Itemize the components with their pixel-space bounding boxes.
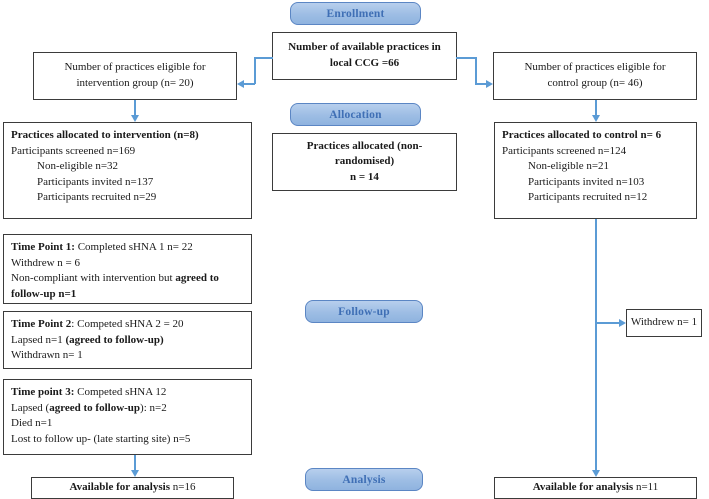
- time-point-2-line-2: Lapsed n=1 (agreed to follow-up): [11, 333, 164, 346]
- eligible-intervention-line-2: intervention group (n= 20): [76, 77, 194, 89]
- allocated-control-recruited: Participants recruited n=12: [528, 191, 648, 204]
- allocated-control-non-eligible: Non-eligible n=21: [528, 160, 610, 173]
- arrow-to-allocated-intervention: [130, 115, 139, 122]
- stage-pill-analysis: Analysis: [305, 468, 423, 491]
- arrow-to-allocated-control: [591, 115, 600, 122]
- allocated-center-line-1: Practices allocated (non-: [306, 139, 423, 152]
- connector-eligible-intervention-down: [134, 100, 136, 116]
- box-allocated-control: Practices allocated to control n= 6 Part…: [494, 122, 697, 219]
- stage-pill-allocation-label: Allocation: [329, 108, 382, 121]
- analysis-control-text: Available for analysis n=11: [532, 481, 659, 494]
- arrow-to-eligible-control: [486, 79, 493, 88]
- stage-pill-enrollment-label: Enrollment: [326, 7, 385, 20]
- box-eligible-control: Number of practices eligible for control…: [493, 52, 697, 100]
- allocated-center-line-3: n = 14: [350, 170, 379, 183]
- box-time-point-3: Time point 3: Competed sHNA 12 Lapsed (a…: [3, 379, 252, 455]
- time-point-3-line-2: Lapsed (agreed to follow-up): n=2: [11, 401, 167, 414]
- allocated-control-heading: Practices allocated to control n= 6: [502, 129, 662, 141]
- box-enrollment-available-practices: Number of available practices in local C…: [272, 32, 457, 80]
- allocated-intervention-non-eligible: Non-eligible n=32: [37, 160, 119, 173]
- time-point-2-line-1: Time Point 2: Competed sHNA 2 = 20: [11, 318, 184, 330]
- box-eligible-intervention: Number of practices eligible for interve…: [33, 52, 237, 100]
- allocated-intervention-screened: Participants screened n=169: [11, 144, 136, 157]
- box-time-point-1: Time Point 1: Completed sHNA 1 n= 22 Wit…: [3, 234, 252, 304]
- stage-pill-enrollment: Enrollment: [290, 2, 421, 25]
- allocated-center-line-2: randomised): [334, 155, 395, 168]
- eligible-control-line-2: control group (n= 46): [547, 77, 643, 89]
- box-allocated-intervention: Practices allocated to intervention (n=8…: [3, 122, 252, 219]
- connector-enrollment-right-stub: [475, 57, 477, 84]
- allocated-intervention-invited: Participants invited n=137: [37, 175, 154, 188]
- enrollment-line-1: Number of available practices in: [288, 41, 441, 54]
- stage-pill-allocation: Allocation: [290, 103, 421, 126]
- connector-time-point-3-down: [134, 455, 136, 471]
- time-point-1-line-2: Withdrew n = 6: [11, 256, 80, 269]
- arrow-to-eligible-intervention: [237, 79, 244, 88]
- connector-enrollment-to-left-top: [254, 57, 273, 59]
- time-point-3-line-4: Lost to follow up- (late starting site) …: [11, 432, 191, 445]
- arrow-to-analysis-control: [591, 470, 600, 477]
- arrow-to-analysis-intervention: [130, 470, 139, 477]
- box-analysis-intervention: Available for analysis n=16: [31, 477, 234, 499]
- stage-pill-analysis-label: Analysis: [342, 473, 386, 486]
- allocated-control-screened: Participants screened n=124: [502, 144, 627, 157]
- time-point-3-line-3: Died n=1: [11, 417, 53, 430]
- arrow-to-control-withdrew: [619, 318, 626, 327]
- time-point-1-line-3: Non-compliant with intervention but agre…: [11, 272, 219, 285]
- box-allocated-center: Practices allocated (non- randomised) n …: [272, 133, 457, 191]
- time-point-2-line-3: Withdrawn n= 1: [11, 349, 83, 362]
- eligible-control-line-1: Number of practices eligible for: [524, 61, 666, 74]
- time-point-1-line-4: follow-up n=1: [11, 287, 77, 300]
- connector-control-spine: [595, 219, 597, 471]
- stage-pill-followup-label: Follow-up: [338, 305, 390, 318]
- enrollment-line-2: local CCG =66: [329, 57, 400, 69]
- box-analysis-control: Available for analysis n=11: [494, 477, 697, 499]
- analysis-intervention-text: Available for analysis n=16: [69, 481, 196, 494]
- time-point-1-line-1: Time Point 1: Completed sHNA 1 n= 22: [11, 241, 193, 253]
- control-withdrew-text: Withdrew n= 1: [630, 316, 698, 329]
- allocated-intervention-recruited: Participants recruited n=29: [37, 191, 157, 204]
- box-time-point-2: Time Point 2: Competed sHNA 2 = 20 Lapse…: [3, 311, 252, 369]
- connector-enrollment-to-left: [244, 83, 255, 85]
- box-control-withdrew: Withdrew n= 1: [626, 309, 702, 337]
- stage-pill-followup: Follow-up: [305, 300, 423, 323]
- connector-eligible-control-down: [595, 100, 597, 116]
- allocated-intervention-heading: Practices allocated to intervention (n=8…: [11, 129, 199, 141]
- connector-control-to-withdrew: [595, 322, 619, 324]
- connector-enrollment-to-right-top: [456, 57, 476, 59]
- allocated-control-invited: Participants invited n=103: [528, 175, 645, 188]
- connector-enrollment-left-stub: [254, 57, 256, 84]
- connector-enrollment-to-right: [475, 83, 486, 85]
- eligible-intervention-line-1: Number of practices eligible for: [64, 61, 206, 74]
- time-point-3-line-1: Time point 3: Competed sHNA 12: [11, 386, 167, 398]
